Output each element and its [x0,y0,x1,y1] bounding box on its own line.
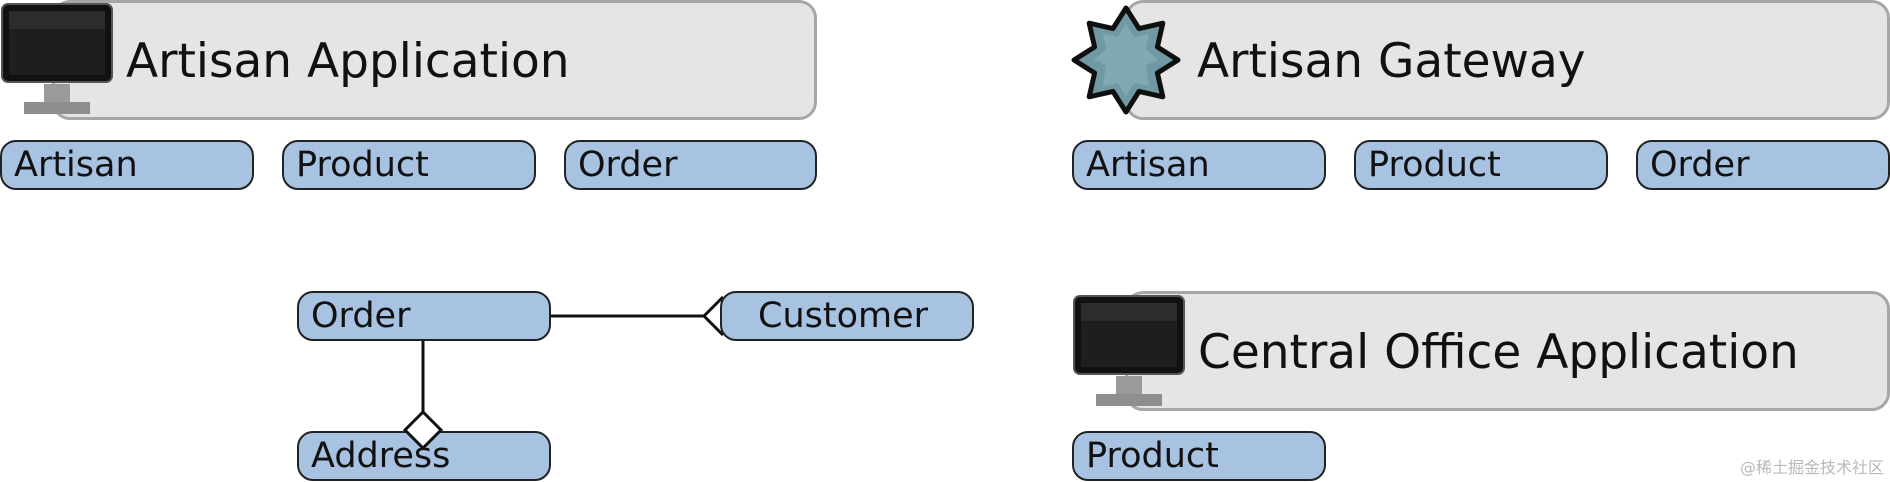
central-office-item-product: Product [1072,431,1326,481]
monitor-icon [1073,295,1185,406]
artisan-gateway-item-product: Product [1354,140,1608,190]
artisan-gateway-header [1125,0,1890,120]
gateway-star-icon [1071,5,1181,115]
central-office-application-title: Central Office Application [1198,325,1799,380]
monitor-icon [1,3,113,114]
model-order: Order [297,291,551,341]
artisan-gateway-title: Artisan Gateway [1197,34,1586,89]
artisan-gateway-item-artisan: Artisan [1072,140,1326,190]
artisan-application-item-order: Order [564,140,817,190]
model-address: Address [297,431,551,481]
artisan-gateway-item-order: Order [1636,140,1890,190]
artisan-application-item-product: Product [282,140,536,190]
artisan-application-item-artisan: Artisan [0,140,254,190]
artisan-application-title: Artisan Application [126,34,570,89]
watermark: @稀土掘金技术社区 [1739,458,1884,477]
central-office-application-header [1125,291,1890,411]
model-customer: Customer [720,291,974,341]
artisan-application-header [52,0,817,120]
